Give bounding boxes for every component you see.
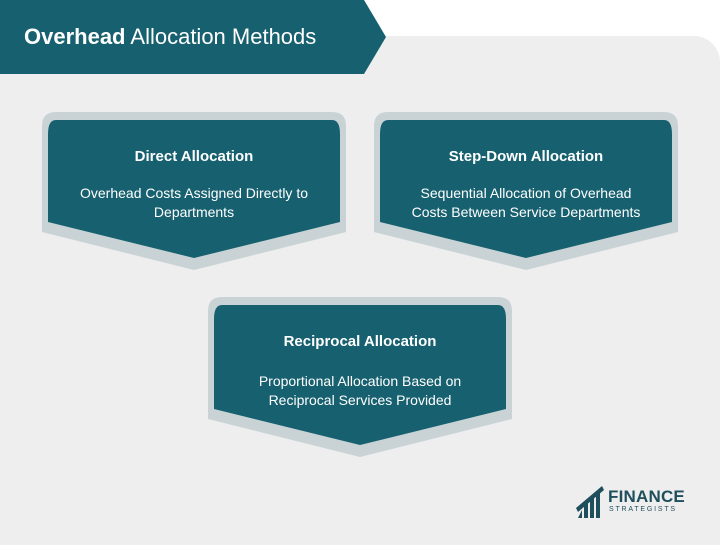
card-desc-line1: Overhead Costs Assigned Directly to bbox=[80, 185, 308, 201]
card-title: Direct Allocation bbox=[134, 148, 254, 165]
card-reciprocal-allocation: Reciprocal Allocation Proportional Alloc… bbox=[208, 297, 512, 457]
finance-strategists-logo: FINANCE STRATEGISTS bbox=[576, 486, 688, 520]
page-title: Overhead Allocation Methods bbox=[24, 20, 316, 54]
card-step-down-allocation: Step-Down Allocation Sequential Allocati… bbox=[374, 112, 678, 270]
card-step-down-allocation-shape bbox=[374, 112, 678, 270]
card-desc-line2: Reciprocal Services Provided bbox=[268, 392, 452, 408]
logo-subtitle: STRATEGISTS bbox=[609, 506, 677, 513]
card-title: Step-Down Allocation bbox=[448, 148, 604, 165]
card-reciprocal-allocation-shape bbox=[208, 297, 512, 457]
card-desc-line1: Sequential Allocation of Overhead bbox=[420, 185, 632, 201]
title-bold: Overhead bbox=[24, 24, 126, 49]
card-desc-line2: Costs Between Service Departments bbox=[411, 204, 641, 220]
logo-word: FINANCE bbox=[608, 487, 685, 506]
title-banner-shape bbox=[0, 0, 386, 74]
card-desc-line1: Proportional Allocation Based on bbox=[258, 373, 462, 389]
logo-chart-icon bbox=[576, 486, 604, 518]
title-banner: Overhead Allocation Methods bbox=[0, 0, 386, 74]
title-rest: Allocation Methods bbox=[125, 24, 317, 49]
card-direct-allocation: Direct Allocation Overhead Costs Assigne… bbox=[42, 112, 346, 270]
card-direct-allocation-shape bbox=[42, 112, 346, 270]
card-desc-line2: Departments bbox=[153, 204, 235, 220]
card-title: Reciprocal Allocation bbox=[283, 333, 437, 350]
